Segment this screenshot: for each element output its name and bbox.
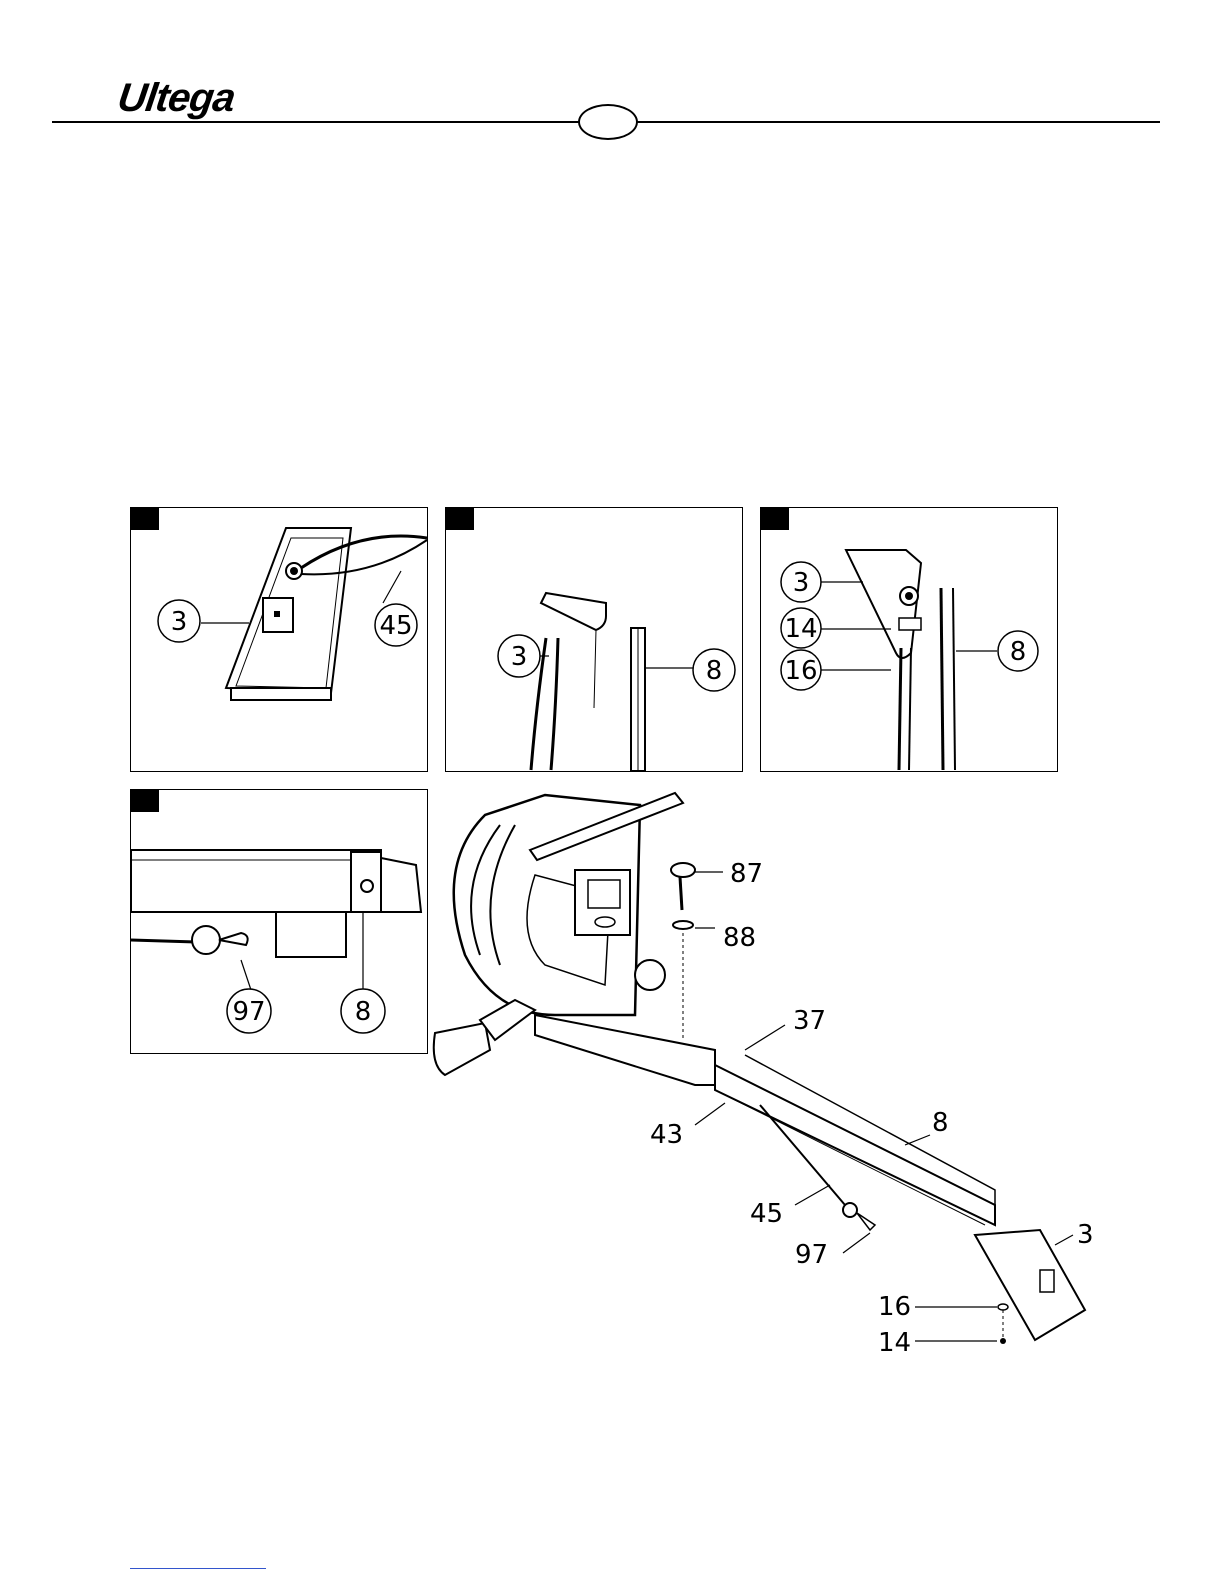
- callout-3: 3: [498, 635, 540, 677]
- callout-8: 8: [693, 649, 735, 691]
- label-37: 37: [793, 1006, 826, 1036]
- callout-8: 8: [998, 631, 1038, 671]
- label-16: 16: [878, 1292, 911, 1322]
- label-88: 88: [723, 923, 756, 953]
- svg-text:14: 14: [784, 614, 817, 644]
- detail-panel-1: 3 45: [130, 507, 428, 772]
- callout-3: 3: [781, 562, 821, 602]
- svg-text:3: 3: [511, 642, 528, 672]
- page-number-oval: [578, 104, 638, 140]
- label-45: 45: [750, 1199, 783, 1229]
- panel-3-illustration: 3 14 16 8: [761, 508, 1058, 772]
- label-43: 43: [650, 1120, 683, 1150]
- callout-16: 16: [781, 650, 821, 690]
- label-3: 3: [1077, 1220, 1094, 1250]
- detail-panel-2: 3 8: [445, 507, 743, 772]
- detail-panel-3: 3 14 16 8: [760, 507, 1058, 772]
- label-14: 14: [878, 1328, 911, 1358]
- callout-45: 45: [375, 604, 417, 646]
- label-8: 8: [932, 1108, 949, 1138]
- detail-panel-4: 97 8: [130, 789, 428, 1054]
- panel-2-illustration: 3 8: [446, 508, 743, 772]
- svg-text:97: 97: [232, 997, 265, 1027]
- main-assembly-drawing: 87 88 37 43 8 45 97 3 16 14: [425, 785, 1125, 1365]
- brand-logo: Ultega: [115, 76, 238, 121]
- svg-text:16: 16: [784, 656, 817, 686]
- callout-97: 97: [227, 989, 271, 1033]
- svg-text:8: 8: [355, 997, 372, 1027]
- callout-8: 8: [341, 989, 385, 1033]
- svg-text:8: 8: [706, 656, 723, 686]
- panel-1-illustration: 3 45: [131, 508, 428, 772]
- label-97: 97: [795, 1240, 828, 1270]
- svg-text:3: 3: [793, 568, 810, 598]
- svg-text:3: 3: [171, 607, 188, 637]
- callout-14: 14: [781, 608, 821, 648]
- svg-text:8: 8: [1010, 637, 1027, 667]
- label-87: 87: [730, 859, 763, 889]
- panel-4-illustration: 97 8: [131, 790, 428, 1054]
- svg-text:45: 45: [379, 611, 412, 641]
- callout-3: 3: [158, 600, 200, 642]
- footer-link-underline[interactable]: [130, 1568, 266, 1569]
